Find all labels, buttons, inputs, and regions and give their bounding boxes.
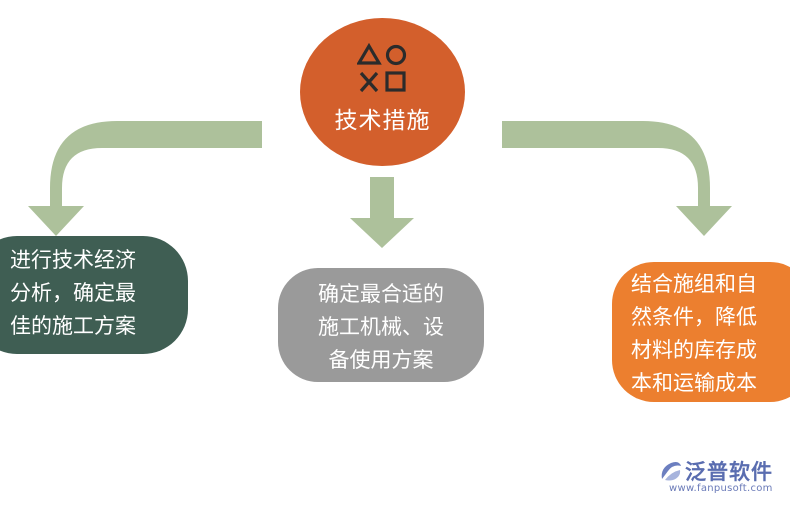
arrow-right xyxy=(502,121,732,236)
fanpu-logo: 泛普软件 www.fanpusoft.com xyxy=(659,456,787,496)
node-text-line: 分析，确定最 xyxy=(10,281,136,305)
playstation-shapes-icon xyxy=(356,43,406,93)
node-cost-reduction: 结合施组和自 然条件，降低 材料的库存成 本和运输成本 xyxy=(612,262,790,402)
node-text-line: 结合施组和自 xyxy=(631,272,757,296)
center-title: 技术措施 xyxy=(334,108,431,134)
center-node: 技术措施 xyxy=(300,18,465,166)
node-text-line: 确定最合适的 xyxy=(318,282,444,306)
arrow-middle xyxy=(350,177,414,248)
node-text-line: 本和运输成本 xyxy=(631,371,757,395)
node-machinery-plan: 确定最合适的 施工机械、设 备使用方案 xyxy=(278,268,484,382)
arrow-left xyxy=(28,121,262,236)
node-text-line: 备使用方案 xyxy=(328,348,434,372)
node-text-line: 佳的施工方案 xyxy=(10,314,136,338)
node-text-line: 材料的库存成 xyxy=(631,338,757,362)
node-text-line: 进行技术经济 xyxy=(10,248,136,272)
node-text-line: 然条件，降低 xyxy=(631,305,757,329)
node-text-line: 施工机械、设 xyxy=(318,315,444,339)
node-economic-analysis: 进行技术经济 分析，确定最 佳的施工方案 xyxy=(0,236,188,354)
fanpu-logo-icon xyxy=(661,462,681,481)
logo-name: 泛普软件 xyxy=(685,460,773,484)
logo-url: www.fanpusoft.com xyxy=(669,483,773,494)
